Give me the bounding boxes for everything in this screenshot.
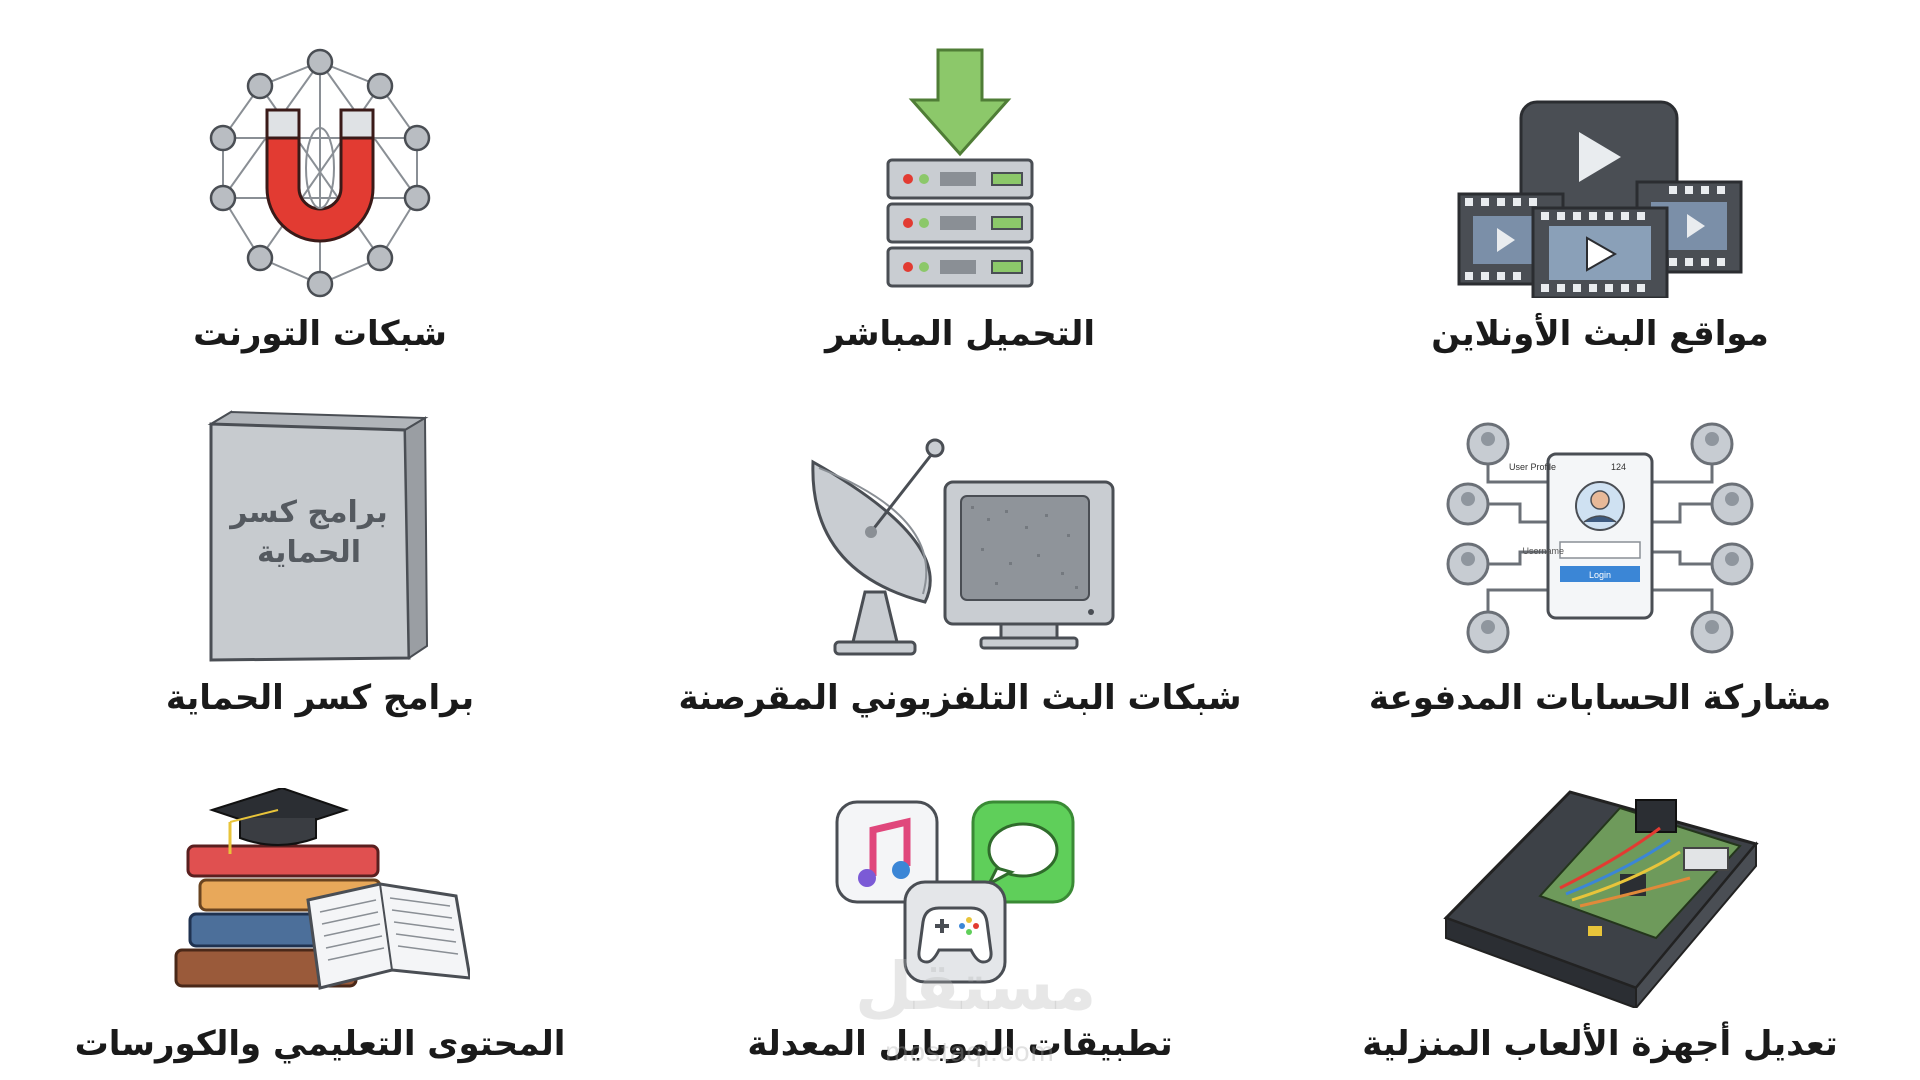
item-streaming: مواقع البث الأونلاين	[1280, 0, 1920, 364]
item-cracking-software: برامج كسر الحماية برامج كسر الحماية	[0, 364, 640, 726]
item-label: تعديل أجهزة الألعاب المنزلية	[1362, 1024, 1838, 1064]
item-educational-content: المحتوى التعليمي والكورسات	[0, 726, 640, 1080]
item-label: تطبيقات الموبايل المعدلة	[747, 1024, 1173, 1064]
item-console-mod: تعديل أجهزة الألعاب المنزلية	[1280, 726, 1920, 1080]
item-shared-accounts: User Profile 124 Username Login مشاركة ا…	[1280, 364, 1920, 726]
item-label: برامج كسر الحماية	[165, 678, 475, 718]
item-label: مشاركة الحسابات المدفوعة	[1368, 678, 1832, 718]
item-label: شبكات البث التلفزيوني المقرصنة	[678, 678, 1242, 718]
item-torrent: شبكات التورنت	[0, 0, 640, 364]
username-field: Username	[1522, 546, 1564, 556]
torrent-magnet-network-icon	[209, 48, 431, 298]
item-label: مواقع البث الأونلاين	[1431, 314, 1769, 354]
item-pirated-tv: شبكات البث التلفزيوني المقرصنة	[640, 364, 1280, 726]
item-mobile-apps: تطبيقات الموبايل المعدلة	[640, 726, 1280, 1080]
profile-title: User Profile	[1509, 462, 1556, 472]
books-graduation-icon	[174, 788, 470, 990]
box-text-line1: برامج كسر	[228, 495, 388, 530]
item-direct-download: التحميل المباشر	[640, 0, 1280, 364]
login-button: Login	[1589, 570, 1611, 580]
satellite-tv-icon	[811, 438, 1115, 656]
gamepad-icon	[917, 906, 993, 964]
item-label: المحتوى التعليمي والكورسات	[74, 1024, 566, 1064]
software-box-icon: برامج كسر الحماية	[207, 410, 429, 662]
download-server-icon	[886, 48, 1034, 288]
mobile-apps-icon	[835, 800, 1075, 984]
shared-accounts-icon: User Profile 124 Username Login	[1446, 422, 1754, 654]
console-mod-icon	[1443, 790, 1759, 1008]
profile-count: 124	[1611, 462, 1626, 472]
item-label: شبكات التورنت	[193, 314, 447, 354]
box-text-line2: الحماية	[257, 535, 361, 570]
music-note-icon	[858, 817, 911, 887]
streaming-video-icon	[1457, 100, 1743, 298]
item-label: التحميل المباشر	[824, 314, 1096, 354]
message-bubble-icon	[985, 822, 1059, 888]
